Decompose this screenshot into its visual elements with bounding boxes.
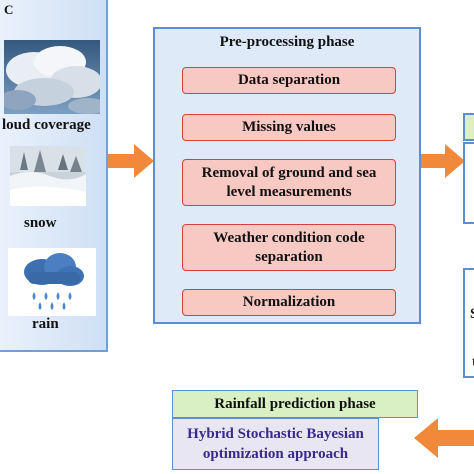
corner-fragment: C	[4, 2, 14, 17]
step-missing-values: Missing values	[182, 114, 396, 141]
fragment-letter-t: t	[472, 354, 474, 371]
arrow-right-icon	[108, 144, 154, 178]
hybrid-approach-box: Hybrid Stochastic Bayesian optimization …	[172, 418, 379, 470]
step-data-separation: Data separation	[182, 67, 396, 94]
step-removal-ground-sea: Removal of ground and sea level measurem…	[182, 159, 396, 206]
snow-label: snow	[24, 215, 57, 231]
cloud-coverage-photo	[4, 40, 100, 114]
rain-label: rain	[32, 316, 59, 332]
fragment-letter-s: S	[470, 306, 474, 323]
step-weather-code-separation: Weather condition code separation	[182, 224, 396, 271]
step-normalization: Normalization	[182, 289, 396, 316]
snow-photo	[10, 146, 86, 206]
arrow-right-icon	[421, 144, 465, 178]
arrow-left-icon	[414, 418, 474, 458]
weather-conditions-panel: C loud coverage	[0, 0, 108, 352]
cloud-coverage-label: loud coverage	[2, 117, 91, 133]
rainfall-prediction-title: Rainfall prediction phase	[172, 390, 418, 418]
preprocessing-title: Pre-processing phase	[219, 34, 355, 50]
preprocessing-phase-panel: Pre-processing phase Data separation Mis…	[153, 27, 421, 324]
right-phase-header-partial	[463, 113, 474, 141]
right-phase-body-partial	[463, 142, 474, 224]
right-panel-partial: S t	[463, 268, 474, 378]
rain-cloud-icon	[8, 248, 96, 316]
